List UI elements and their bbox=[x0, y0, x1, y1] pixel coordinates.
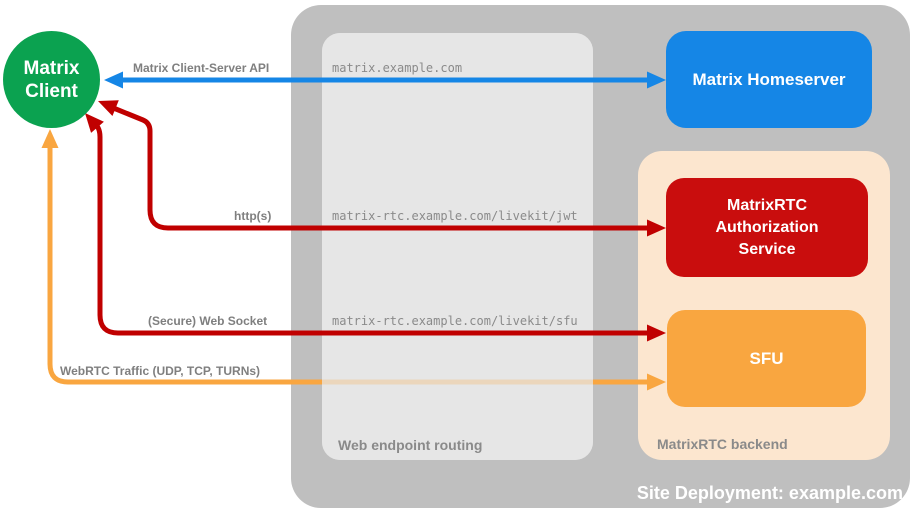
route-homeserver-endpoint: matrix.example.com bbox=[332, 61, 463, 75]
route-sfu-endpoint: matrix-rtc.example.com/livekit/sfu bbox=[332, 314, 578, 328]
websocket-arrowhead-sfu bbox=[647, 324, 666, 342]
websocket-arrowhead-client bbox=[85, 113, 104, 133]
cs-api-arrow-label: Matrix Client-Server API bbox=[133, 61, 270, 75]
websocket-arrow-label: (Secure) Web Socket bbox=[148, 314, 268, 328]
site-deployment-caption: Site Deployment: example.com bbox=[636, 483, 903, 503]
routing-box-overlay bbox=[322, 33, 593, 460]
websocket-arrow bbox=[94, 124, 650, 336]
web-endpoint-routing-caption: Web endpoint routing bbox=[338, 437, 483, 453]
cs-api-arrowhead-client bbox=[104, 71, 123, 89]
https-arrowhead-client bbox=[98, 100, 119, 116]
sfu-node: SFU bbox=[667, 310, 866, 407]
https-arrow bbox=[110, 104, 650, 231]
matrixrtc-auth-service-node: MatrixRTC Authorization Service bbox=[666, 178, 868, 277]
matrixrtc-backend-caption: MatrixRTC backend bbox=[657, 436, 788, 452]
matrix-homeserver-node: Matrix Homeserver bbox=[666, 31, 872, 128]
matrix-client-node: Matrix Client bbox=[3, 31, 100, 128]
webrtc-arrow-label: WebRTC Traffic (UDP, TCP, TURNs) bbox=[60, 364, 261, 378]
cs-api-arrowhead-homeserver bbox=[647, 71, 666, 89]
route-jwt-endpoint: matrix-rtc.example.com/livekit/jwt bbox=[332, 209, 578, 223]
webrtc-traffic-arrow bbox=[47, 146, 650, 385]
https-arrowhead-auth bbox=[647, 219, 666, 237]
webrtc-arrowhead-client bbox=[41, 129, 59, 148]
https-arrow-label: http(s) bbox=[234, 209, 272, 223]
webrtc-arrowhead-sfu bbox=[647, 373, 666, 391]
